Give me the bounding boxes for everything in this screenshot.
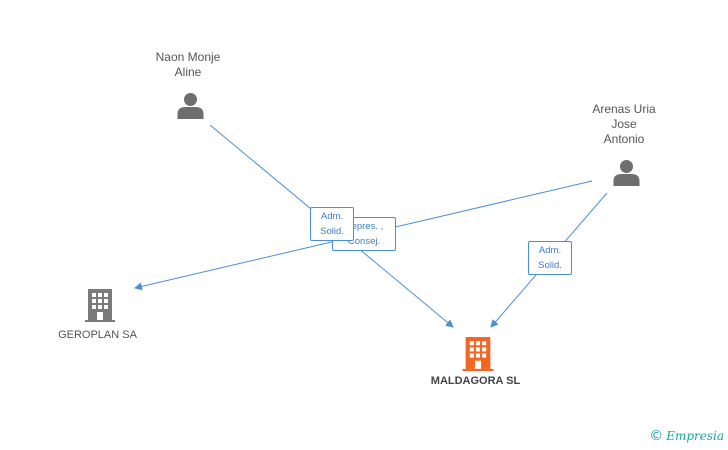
relation-badge-arenas-geroplan[interactable]: Repres. , Consej. — [332, 217, 396, 251]
person-icon[interactable] — [612, 158, 641, 186]
company-label-geroplan[interactable]: GEROPLAN SA — [58, 329, 137, 341]
brand-logo: Empresia — [666, 429, 724, 443]
person-label-naon: Naon Monje Aline — [155, 50, 221, 79]
person-icon[interactable] — [176, 91, 205, 119]
building-icon-maldagora[interactable] — [462, 336, 494, 371]
copyright-icon: © — [649, 428, 664, 444]
person-label-arenas: Arenas Uria Jose Antonio — [592, 102, 656, 146]
company-label-maldagora[interactable]: MALDAGORA SL — [430, 375, 521, 387]
relation-badge-naon-maldagora[interactable]: Adm. Solid. — [310, 207, 354, 241]
watermark: © Empresia — [649, 428, 724, 444]
building-icon-geroplan[interactable] — [85, 288, 115, 322]
relation-badge-arenas-maldagora[interactable]: Adm. Solid. — [528, 241, 572, 275]
